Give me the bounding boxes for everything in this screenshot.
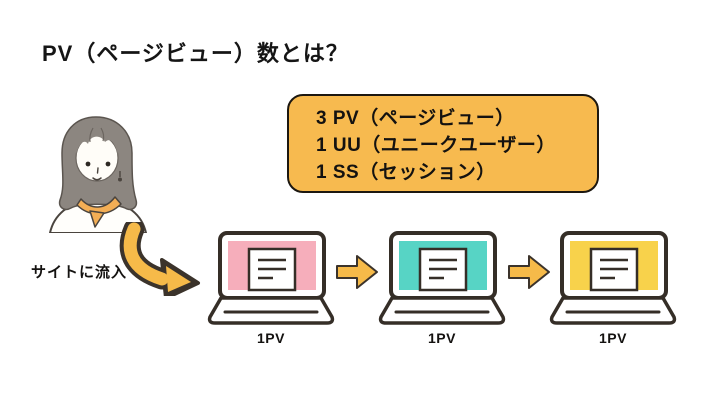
page-title: PV（ページビュー）数とは？ bbox=[42, 41, 349, 66]
pv-count-label: 1PV bbox=[599, 330, 627, 346]
visitor-scarf-tail bbox=[89, 210, 105, 228]
hair-strand bbox=[89, 127, 94, 143]
pageview-laptop-1: 1PV bbox=[206, 230, 336, 346]
metric-line-ss: 1 SS（セッション） bbox=[316, 162, 496, 183]
metrics-summary-box: 3 PV（ページビュー） 1 UU（ユニークユーザー） 1 SS（セッション） bbox=[287, 94, 599, 193]
pv-count-label: 1PV bbox=[257, 330, 285, 346]
visitor-eye-left bbox=[85, 161, 91, 167]
inflow-label: サイトに流入 bbox=[31, 264, 128, 281]
visitor-scarf bbox=[76, 196, 122, 215]
metric-line-uu: 1 UU（ユニークユーザー） bbox=[316, 135, 556, 156]
pv-count-label: 1PV bbox=[428, 330, 456, 346]
visitor-mouth bbox=[92, 177, 102, 181]
next-page-arrow-icon bbox=[336, 255, 378, 289]
next-page-arrow-icon bbox=[508, 255, 550, 289]
metric-line-pv: 3 PV（ページビュー） bbox=[316, 108, 515, 129]
pageview-laptop-3: 1PV bbox=[548, 230, 678, 346]
laptop-icon bbox=[549, 231, 677, 325]
laptop-icon bbox=[378, 231, 506, 325]
pageview-laptop-2: 1PV bbox=[377, 230, 507, 346]
inflow-curved-arrow-icon bbox=[119, 222, 200, 296]
visitor-nose bbox=[96, 167, 99, 174]
visitor-eye-right bbox=[105, 161, 111, 167]
visitor-woman-illustration bbox=[48, 116, 148, 233]
laptop-icon bbox=[207, 231, 335, 325]
visitor-bangs bbox=[76, 125, 118, 155]
visitor-earring-drop bbox=[118, 177, 122, 182]
hair-strand bbox=[100, 127, 105, 142]
